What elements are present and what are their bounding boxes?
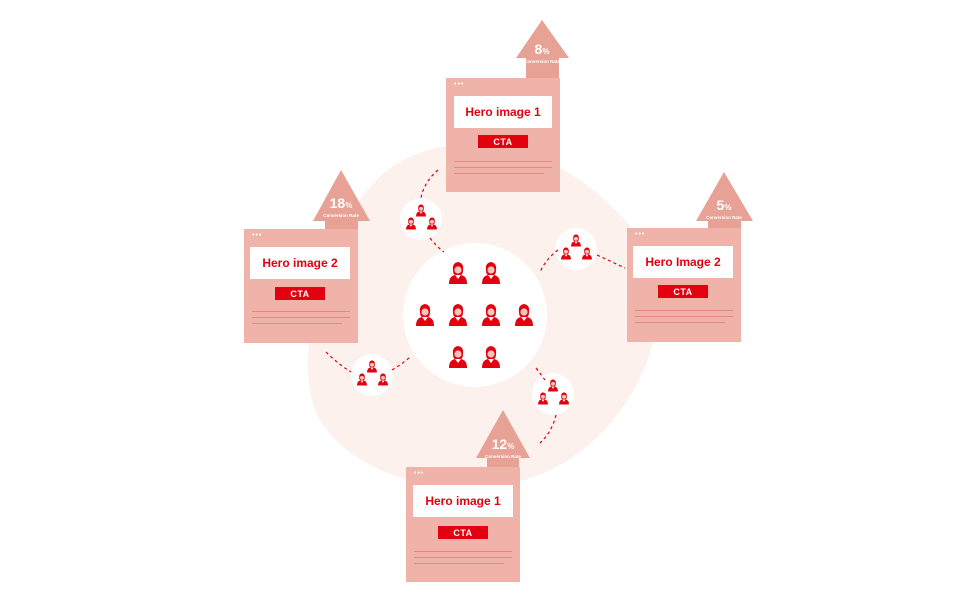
up-arrow-icon-bottom — [476, 410, 530, 467]
rate-unit: % — [507, 442, 515, 451]
rate-value: 18 — [329, 195, 346, 211]
up-arrow-icon-top — [516, 20, 569, 78]
connector-bottom-b — [539, 414, 557, 444]
hero-image-box: Hero image 1 — [454, 96, 552, 128]
variant-page-top: ••• Hero image 1 CTA — [446, 78, 560, 192]
cta-button[interactable]: CTA — [275, 287, 325, 300]
rate-unit: % — [345, 201, 353, 210]
conversion-rate-left: 18% Conversion Rate — [311, 196, 371, 218]
rate-label: Conversion Rate — [323, 213, 359, 218]
connector-top-b — [429, 237, 445, 253]
cta-button[interactable]: CTA — [478, 135, 528, 148]
hero-image-box: Hero image 2 — [250, 247, 350, 279]
connector-left-a — [325, 351, 352, 373]
connector-left-b — [391, 356, 411, 371]
rate-label: Conversion Rate — [706, 215, 742, 220]
rate-label: Conversion Rate — [524, 59, 560, 64]
hero-image-box: Hero image 1 — [413, 485, 513, 517]
rate-label: Conversion Rate — [485, 454, 521, 459]
rate-value: 8 — [534, 41, 543, 57]
connector-bottom-a — [535, 367, 546, 381]
hero-image-box: Hero Image 2 — [633, 246, 733, 278]
connector-right-b — [596, 254, 626, 269]
browser-dots-icon: ••• — [414, 470, 425, 477]
rate-value: 12 — [491, 436, 508, 452]
conversion-rate-top: 8% Conversion Rate — [512, 42, 572, 64]
group-circle-top-left — [400, 198, 442, 240]
connector-top-a — [420, 169, 439, 199]
group-circle-bottom-left — [351, 354, 393, 396]
browser-dots-icon: ••• — [252, 232, 263, 239]
up-arrow-icon-left — [313, 170, 370, 231]
rate-value: 5 — [716, 197, 725, 213]
conversion-rate-bottom: 12% Conversion Rate — [473, 437, 533, 459]
browser-dots-icon: ••• — [454, 81, 465, 88]
variant-page-left: ••• Hero image 2 CTA — [244, 229, 358, 343]
up-arrow-icon-right — [696, 172, 753, 230]
conversion-rate-right: 5% Conversion Rate — [694, 198, 754, 220]
group-circle-bottom-right — [532, 373, 574, 415]
rate-unit: % — [542, 47, 550, 56]
connector-right-a — [539, 249, 559, 273]
cta-button[interactable]: CTA — [658, 285, 708, 298]
rate-unit: % — [724, 203, 732, 212]
variant-page-right: ••• Hero Image 2 CTA — [627, 228, 741, 342]
audience-circle — [403, 243, 547, 387]
browser-dots-icon: ••• — [635, 231, 646, 238]
group-circle-right — [555, 228, 597, 270]
variant-page-bottom: ••• Hero image 1 CTA — [406, 467, 520, 582]
cta-button[interactable]: CTA — [438, 526, 488, 539]
